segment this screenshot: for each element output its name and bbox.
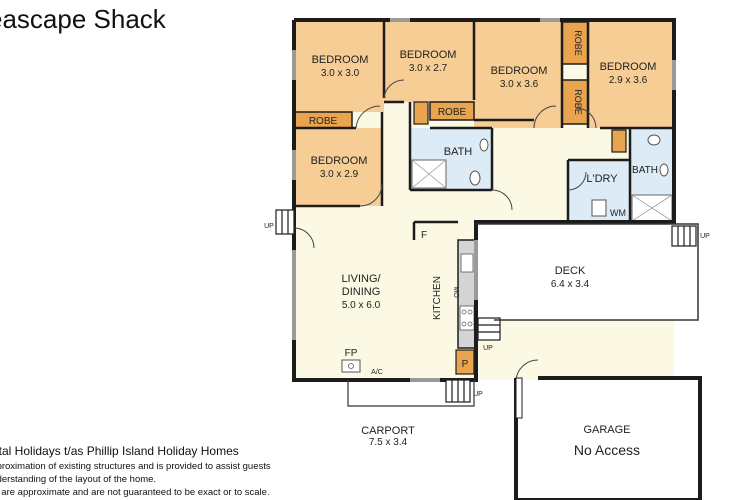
bath-2-label: BATH [632,165,658,176]
garage-label: GARAGE [583,424,630,436]
windows [292,18,676,382]
steps [275,209,697,403]
sink [460,253,474,273]
bedroom-2-label: BEDROOM [400,49,457,61]
footer-company: astal Holidays t/as Phillip Island Holid… [0,444,239,458]
deck-size: 6.4 x 3.4 [551,279,590,290]
basin-2 [659,163,669,177]
kitchen-label: KITCHEN [432,276,443,320]
bedroom-3-size: 3.0 x 3.6 [500,79,539,90]
fireplace-label: FP [345,348,358,359]
robe-label-3: ROBE [573,30,583,56]
bedroom-5-size: 3.0 x 2.9 [320,169,359,180]
robe-2 [429,101,475,121]
bedroom-4-floor [588,20,674,128]
cooktop [459,305,475,331]
footer-disclaimer-1: approximation of existing structures and… [0,461,271,472]
carport-label: CARPORT [361,425,415,437]
robe-small [413,101,429,125]
toilet-1 [469,170,481,186]
garage-door [515,377,523,419]
plan-title: eascape Shack [0,4,166,34]
pantry-label: P [462,359,469,370]
laundry-label: L'DRY [586,173,618,185]
ac-label: A/C [371,369,383,376]
bedroom-2-floor [384,20,474,102]
footer-disclaimer-3: nts are approximate and are not guarante… [0,487,270,498]
living-size: 5.0 x 6.0 [342,300,381,311]
footer-disclaimer-2: understanding of the layout of the home. [0,474,157,485]
deck-label: DECK [555,265,586,277]
toilet-2 [647,134,661,146]
wm-label: WM [610,208,626,218]
bedroom-3-floor [474,20,562,128]
bedroom-5-label: BEDROOM [311,155,368,167]
bedroom-4-label: BEDROOM [600,61,657,73]
basin-1 [479,138,489,152]
fireplace [341,359,361,373]
robe-label-1: ROBE [309,116,338,127]
living-label-2: DINING [342,286,381,298]
bedroom-3-label: BEDROOM [491,65,548,77]
robe-label-4: ROBE [573,89,583,115]
carport-size: 7.5 x 3.4 [369,437,408,448]
laundry-tub [591,199,607,217]
bedroom-4-size: 2.9 x 3.6 [609,75,648,86]
carport-outline [347,380,475,407]
external-walls [292,18,676,382]
door-swings [293,79,597,381]
robe-small-2 [611,129,627,153]
deck-outline [476,223,699,321]
deck-floor [476,224,698,320]
up-label-carport: UP [473,391,483,398]
bedroom-1-label: BEDROOM [312,54,369,66]
up-label-deck: UP [483,345,493,352]
bedroom-2-size: 3.0 x 2.7 [409,63,448,74]
garage-note: No Access [574,442,640,458]
garage-walls [514,376,702,500]
living-label-1: LIVING/ [341,273,381,285]
up-label-east: UP [700,233,710,240]
fridge-label: F [421,230,427,241]
internal-walls [294,20,674,240]
microwave-label: MO [452,286,459,298]
bedroom-1-floor [294,20,384,112]
bath-1-label: BATH [444,146,473,158]
bedroom-5-floor [294,128,382,206]
up-label-west: UP [264,223,274,230]
bedroom-1-size: 3.0 x 3.0 [321,68,360,79]
robe-label-2: ROBE [438,107,467,118]
